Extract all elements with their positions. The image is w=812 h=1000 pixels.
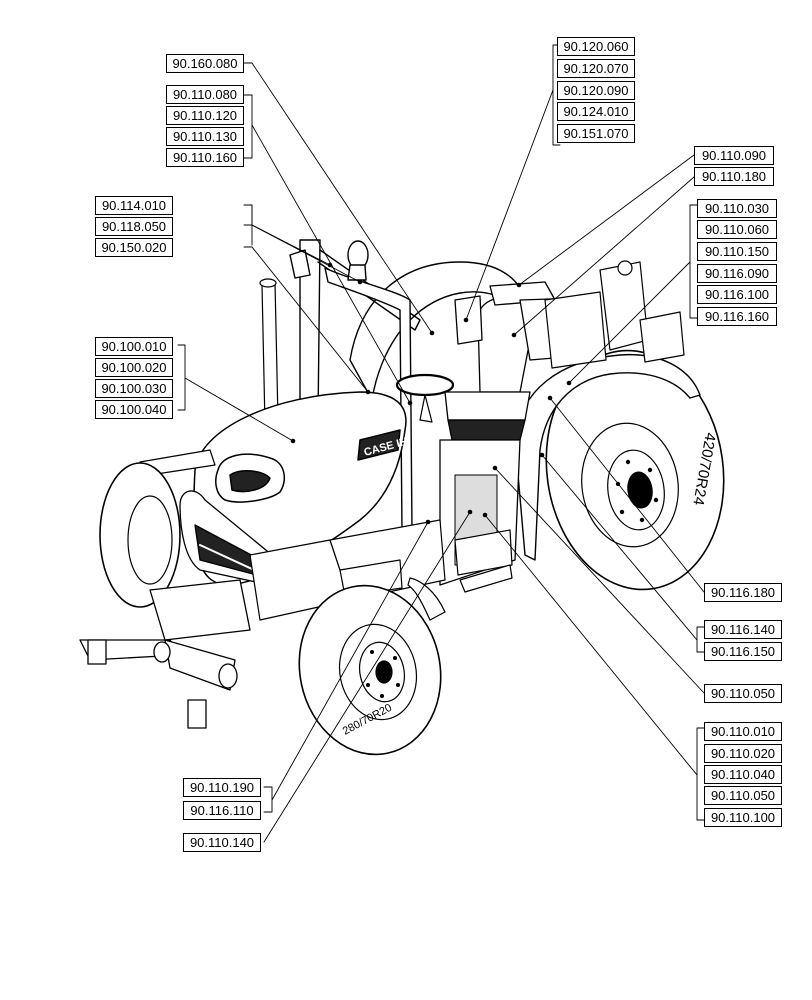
ref-label[interactable]: 90.116.100 <box>697 285 777 304</box>
ref-label[interactable]: 90.124.010 <box>557 102 635 121</box>
ref-label[interactable]: 90.110.180 <box>694 167 774 186</box>
ref-label[interactable]: 90.110.150 <box>697 242 777 261</box>
ref-label[interactable]: 90.110.130 <box>166 127 244 146</box>
callout-dots <box>290 262 572 525</box>
rear-wheel: 420/70R24 <box>545 349 725 591</box>
rear-fender <box>514 353 701 561</box>
ref-label[interactable]: 90.120.060 <box>557 37 635 56</box>
front-hitch <box>79 579 251 729</box>
front-right-wheel: 280/70R20 <box>298 577 446 756</box>
ref-label[interactable]: 90.116.110 <box>183 801 261 820</box>
leader-lines <box>177 44 705 843</box>
ref-label[interactable]: 90.110.190 <box>183 778 261 797</box>
ref-label[interactable]: 90.118.050 <box>95 217 173 236</box>
ref-label[interactable]: 90.110.160 <box>166 148 244 167</box>
ref-label[interactable]: 90.110.080 <box>166 85 244 104</box>
floor-platform <box>439 439 521 593</box>
front-left-wheel <box>99 462 181 608</box>
steering-wheel <box>395 373 455 423</box>
ref-label[interactable]: 90.110.090 <box>694 146 774 165</box>
ref-label[interactable]: 90.100.030 <box>95 379 173 398</box>
ref-label[interactable]: 90.100.020 <box>95 358 173 377</box>
ref-label[interactable]: 90.110.050 <box>704 684 782 703</box>
rear-hitch-equipment <box>544 260 685 369</box>
ref-label[interactable]: 90.114.010 <box>95 196 173 215</box>
ref-label[interactable]: 90.110.120 <box>166 106 244 125</box>
ref-label[interactable]: 90.120.090 <box>557 81 635 100</box>
ref-label[interactable]: 90.110.050 <box>704 786 782 805</box>
ref-label[interactable]: 90.116.140 <box>704 620 782 639</box>
ref-label[interactable]: 90.110.140 <box>183 833 261 852</box>
ref-label[interactable]: 90.116.150 <box>704 642 782 661</box>
ref-label[interactable]: 90.110.010 <box>704 722 782 741</box>
ref-label[interactable]: 90.150.020 <box>95 238 173 257</box>
ref-label[interactable]: 90.120.070 <box>557 59 635 78</box>
ref-label[interactable]: 90.116.160 <box>697 307 777 326</box>
ref-label[interactable]: 90.116.180 <box>704 583 782 602</box>
ref-label[interactable]: 90.100.010 <box>95 337 173 356</box>
ref-label[interactable]: 90.110.020 <box>704 744 782 763</box>
ref-label[interactable]: 90.110.100 <box>704 808 782 827</box>
ref-label[interactable]: 90.160.080 <box>166 54 244 73</box>
ref-label[interactable]: 90.116.090 <box>697 264 777 283</box>
ref-label[interactable]: 90.110.060 <box>697 220 777 239</box>
ref-label[interactable]: 90.110.030 <box>697 199 777 218</box>
ref-label[interactable]: 90.110.040 <box>704 765 782 784</box>
exhaust-stack <box>259 278 279 426</box>
ref-label[interactable]: 90.151.070 <box>557 124 635 143</box>
ref-label[interactable]: 90.100.040 <box>95 400 173 419</box>
